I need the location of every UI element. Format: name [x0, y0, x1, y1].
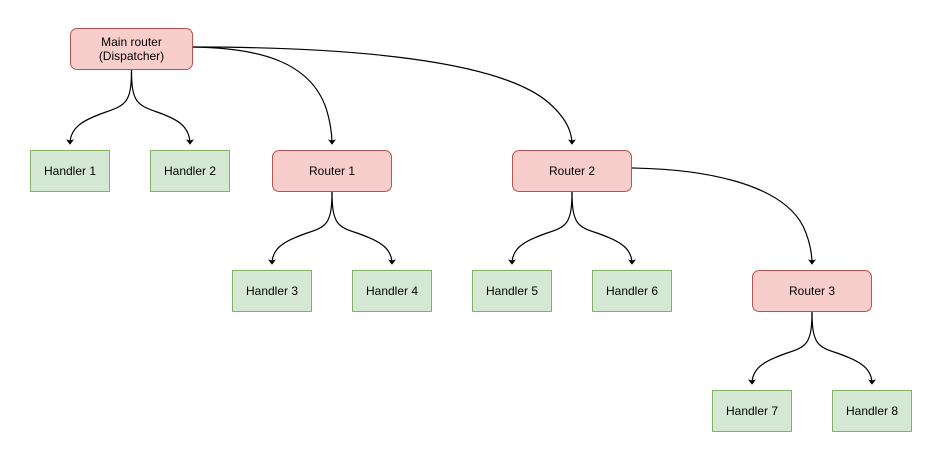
edge-main-router-to-router-2	[192, 46, 576, 145]
edge-router-1-to-handler-3	[268, 191, 333, 265]
edge-main-router-to-handler-1	[66, 69, 133, 145]
edge-main-router-to-router-1	[192, 46, 336, 145]
node-router-1[interactable]: Router 1	[272, 150, 392, 192]
edge-router-3-to-handler-8	[811, 311, 876, 385]
edge-router-2-to-router-3	[631, 167, 816, 265]
node-label-handler-1: Handler 1	[43, 164, 97, 178]
node-handler-1[interactable]: Handler 1	[30, 150, 110, 192]
node-label-router-1: Router 1	[308, 164, 356, 178]
node-label-handler-5: Handler 5	[485, 284, 539, 298]
node-handler-2[interactable]: Handler 2	[150, 150, 230, 192]
node-label-handler-6: Handler 6	[605, 284, 659, 298]
edge-router-3-to-handler-7	[748, 311, 813, 385]
node-handler-6[interactable]: Handler 6	[592, 270, 672, 312]
edge-router-2-to-handler-5	[508, 191, 573, 265]
node-handler-8[interactable]: Handler 8	[832, 390, 912, 432]
node-label-main-router: Main router (Dispatcher)	[98, 35, 165, 63]
node-label-router-2: Router 2	[548, 164, 596, 178]
node-label-handler-7: Handler 7	[725, 404, 779, 418]
node-router-2[interactable]: Router 2	[512, 150, 632, 192]
node-label-handler-2: Handler 2	[163, 164, 217, 178]
node-label-router-3: Router 3	[788, 284, 836, 298]
node-label-handler-4: Handler 4	[365, 284, 419, 298]
node-label-handler-8: Handler 8	[845, 404, 899, 418]
edge-main-router-to-handler-2	[130, 69, 194, 145]
node-main-router[interactable]: Main router (Dispatcher)	[70, 28, 193, 70]
node-handler-3[interactable]: Handler 3	[232, 270, 312, 312]
node-handler-5[interactable]: Handler 5	[472, 270, 552, 312]
edge-group	[66, 46, 876, 385]
node-handler-4[interactable]: Handler 4	[352, 270, 432, 312]
node-label-handler-3: Handler 3	[245, 284, 299, 298]
edge-router-1-to-handler-4	[331, 191, 396, 265]
node-router-3[interactable]: Router 3	[752, 270, 872, 312]
node-handler-7[interactable]: Handler 7	[712, 390, 792, 432]
edge-router-2-to-handler-6	[571, 191, 636, 265]
